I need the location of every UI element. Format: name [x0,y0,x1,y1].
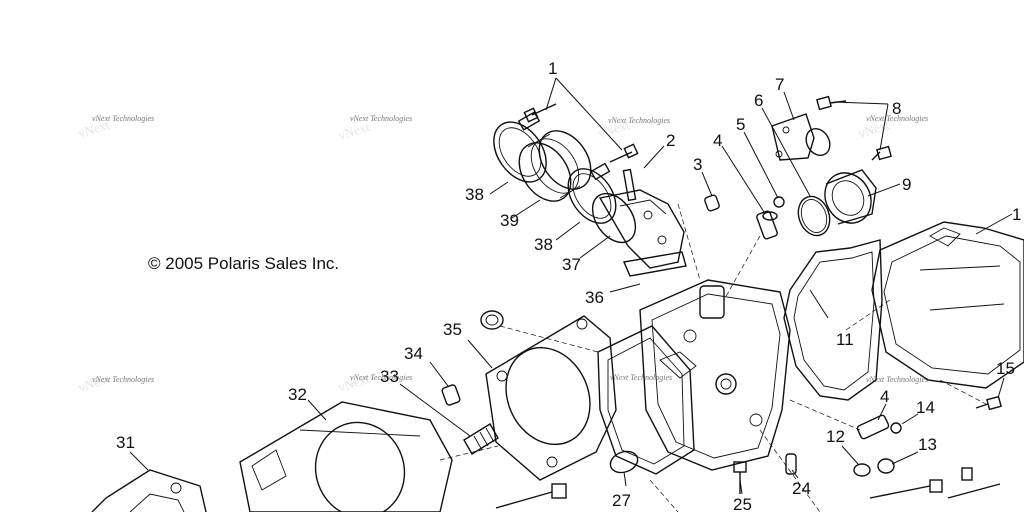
watermark-text: vNext Technologies [866,375,928,384]
callout-31: 31 [116,433,135,452]
callout-3: 3 [693,155,702,174]
callout-4-lower: 4 [880,387,889,406]
part-dowel-24 [785,453,797,475]
callout-7: 7 [775,75,784,94]
part-boot-39 [518,130,592,202]
callout-33: 33 [380,367,399,386]
callout-36: 36 [585,288,604,307]
watermark-text: vNext Technologies [92,375,154,384]
part-elbow-7 [771,113,831,161]
callout-24: 24 [792,479,811,498]
part-intake-manifold-37 [591,168,687,277]
copyright-text: © 2005 Polaris Sales Inc. [148,254,339,273]
part-seal-14 [890,422,902,434]
part-oring-6 [797,195,831,237]
part-drawings [91,95,1024,512]
part-dowel-34 [441,384,461,406]
part-clamp-38-lower [567,162,617,224]
part-clamp-38-upper [493,111,547,183]
part-gasket-35 [485,315,617,481]
part-cylinder-32 [239,401,453,512]
part-nut-13 [877,458,895,474]
watermark-labels: vNext Technologies vNext Technologies vN… [92,114,928,384]
part-bolt-1 [523,103,639,163]
callout-27: 27 [612,491,631,510]
part-bolt-25 [733,461,747,494]
callout-8: 8 [892,99,901,118]
part-seal-5 [773,196,785,208]
callout-12: 12 [826,427,845,446]
watermark-text: vNext Technologies [350,114,412,123]
callout-25: 25 [733,495,752,512]
part-seal-36 [480,310,504,330]
part-stud-33 [463,423,499,455]
callout-14: 14 [916,398,935,417]
part-cylinder-head [639,279,791,471]
callout-39: 39 [500,211,519,230]
callout-34: 34 [404,344,423,363]
part-bolt-15 [975,395,1002,411]
callout-4: 4 [713,131,722,150]
part-dowel-3 [704,194,720,212]
part-washer-12 [853,463,871,477]
callout-1: 1 [548,59,557,78]
watermark-text: vNext Technologies [866,114,928,123]
watermark-text: vNext Technologies [92,114,154,123]
part-valve-cover [871,221,1024,389]
callout-15: 15 [996,359,1015,378]
part-housing-9 [824,169,877,225]
callout-38-upper: 38 [465,185,484,204]
part-dowel-4-lower [856,414,890,440]
callout-37: 37 [562,255,581,274]
callout-13: 13 [918,435,937,454]
watermark-text: vNext Technologies [610,373,672,382]
part-head-gasket [597,325,695,475]
part-gasket-11 [783,239,883,401]
watermark-text: vNext Technologies [350,373,412,382]
callout-2: 2 [666,131,675,150]
alignment-lines [439,203,987,512]
callout-9: 9 [902,175,911,194]
callouts: 1 2 3 4 5 6 7 8 9 1 38 39 38 37 36 11 35… [116,59,1021,512]
callout-32: 32 [288,385,307,404]
callout-38-lower: 38 [534,235,553,254]
callout-5: 5 [736,115,745,134]
leader-lines [129,77,1013,495]
part-dowel-4-upper [756,210,778,240]
part-long-bolts [495,467,1001,509]
callout-35: 35 [443,320,462,339]
callout-11: 11 [836,330,854,349]
callout-6: 6 [754,91,763,110]
callout-1-valve-cover: 1 [1012,205,1021,224]
watermark-text: vNext Technologies [608,116,670,125]
part-gasket-31 [91,469,207,512]
